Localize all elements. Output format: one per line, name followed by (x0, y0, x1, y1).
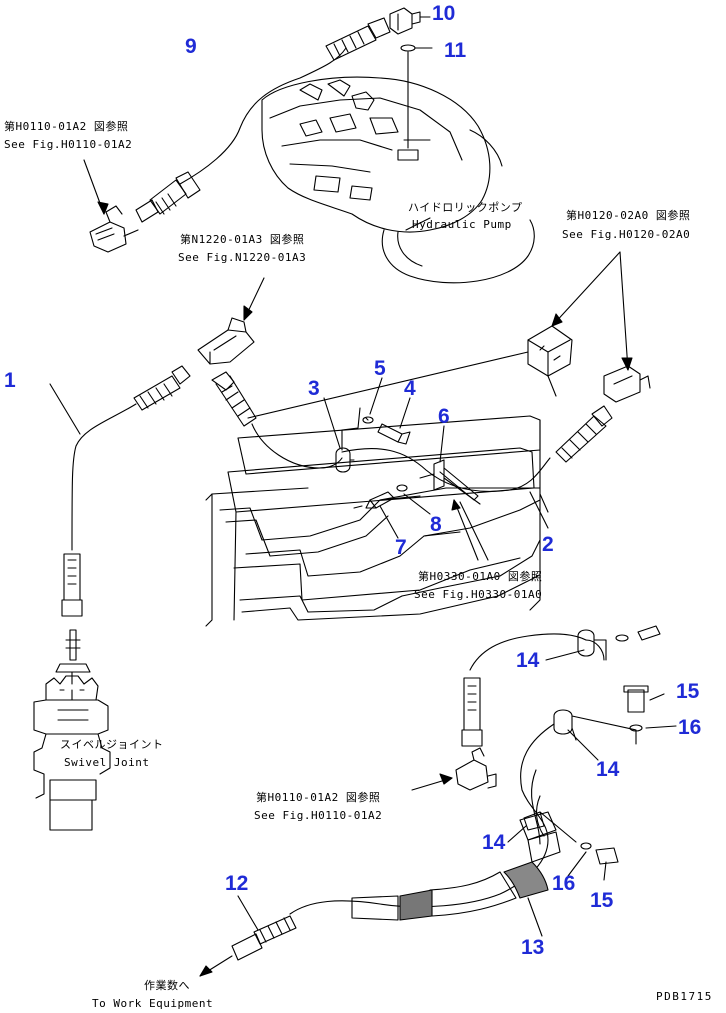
label-pump-en: Hydraulic Pump (412, 218, 512, 231)
elbow-fitting-10 (389, 7, 431, 35)
callout-12: 12 (225, 872, 249, 895)
callout-14-top: 14 (516, 649, 540, 672)
washer-8 (396, 484, 408, 492)
tee-fitting-right (603, 365, 651, 403)
clamp-14-lower (523, 811, 619, 865)
callout-6: 6 (438, 405, 450, 428)
callout-5: 5 (374, 357, 386, 380)
callout-15-top: 15 (676, 680, 700, 703)
hose-12-fitting (199, 895, 297, 977)
callout-7: 7 (395, 536, 407, 559)
callout-4: 4 (404, 377, 416, 400)
callout-14-lower: 14 (482, 831, 506, 854)
bolt-7 (365, 491, 395, 509)
callout-16-lower: 16 (552, 872, 576, 895)
pump-leader (405, 217, 431, 231)
washer-5 (362, 416, 374, 424)
label-pump-jp: ハイドロリックポンプ (408, 201, 523, 214)
hose-13 (289, 723, 561, 921)
label-swivel-jp: スイベルジョイント (60, 738, 164, 751)
note-h0110-bottom-jp: 第H0110-01A2 図参照 (256, 791, 381, 804)
callout-10: 10 (432, 2, 456, 25)
callout-1: 1 (4, 369, 16, 392)
clamp-6 (419, 459, 481, 505)
tee-fitting-top-left (83, 159, 139, 253)
clamp-14-top (577, 625, 661, 661)
o-ring-11 (400, 44, 433, 149)
note-n1220-en: See Fig.N1220-01A3 (178, 251, 307, 264)
clamp-14-middle (553, 685, 649, 745)
bolt-4 (365, 417, 411, 445)
tank-outline (205, 415, 541, 627)
hose-9 (135, 17, 391, 223)
note-h0110-bottom-en: See Fig.H0110-01A2 (254, 809, 383, 822)
hose-14-clamp-route (461, 633, 605, 747)
tee-fitting-bottom (411, 747, 497, 791)
hose-from-n1220 (211, 371, 343, 469)
callout-11: 11 (444, 39, 467, 62)
callout-2: 2 (542, 533, 554, 556)
callout-16-top: 16 (678, 716, 702, 739)
note-h0330-en: See Fig.H0330-01A0 (414, 588, 543, 601)
label-work-en: To Work Equipment (92, 997, 214, 1010)
note-h0110-top-en: See Fig.H0110-01A2 (4, 138, 133, 151)
junction-block (247, 251, 633, 419)
swivel-joint (33, 629, 111, 831)
note-h0330-jp: 第H0330-01A0 図参照 (418, 570, 543, 583)
hydraulic-pump (261, 76, 535, 284)
callout-9: 9 (185, 35, 197, 58)
note-h0110-top-jp: 第H0110-01A2 図参照 (4, 120, 129, 133)
callout-13: 13 (521, 936, 545, 959)
callout-15-lower: 15 (590, 889, 614, 912)
clamp-3 (335, 407, 361, 473)
callout-8: 8 (430, 513, 442, 536)
label-swivel-en: Swivel Joint (64, 756, 150, 769)
drawing-code: PDB1715 (656, 990, 713, 1003)
note-h0120-en: See Fig.H0120-02A0 (562, 228, 691, 241)
hose-1 (61, 365, 191, 617)
note-h0120-jp: 第H0120-02A0 図参照 (566, 209, 691, 222)
label-work-jp: 作業数へ (144, 979, 190, 992)
tee-fitting-n1220 (197, 277, 265, 365)
callout-3: 3 (308, 377, 320, 400)
note-n1220-jp: 第N1220-01A3 図参照 (180, 233, 305, 246)
leader-lines-middle (49, 377, 549, 561)
callout-14-middle: 14 (596, 758, 620, 781)
leader-lines-bottom (507, 649, 677, 937)
